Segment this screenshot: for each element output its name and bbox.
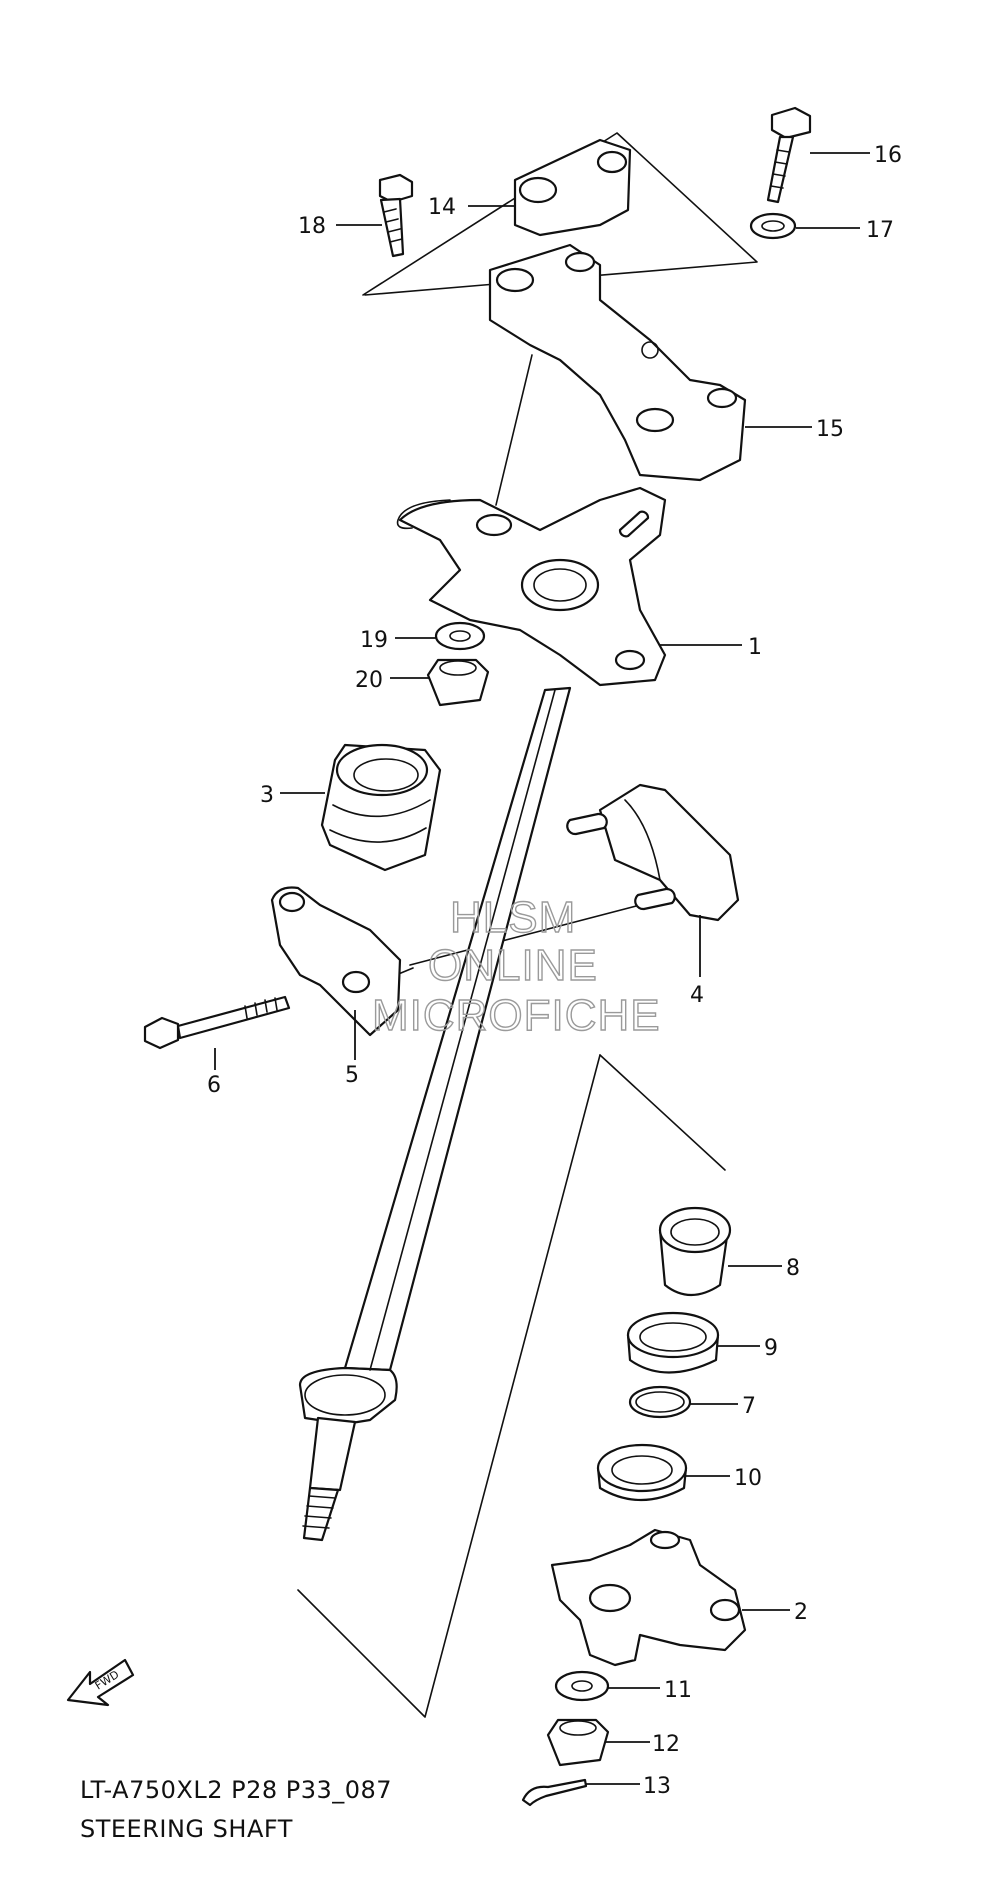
watermark-line-2: ONLINE [428,941,598,990]
callout-11: 11 [664,1678,692,1703]
callout-4: 4 [690,983,704,1008]
part-13-cotter-pin[interactable] [521,1778,588,1807]
part-7-o-ring[interactable] [628,1385,692,1419]
callout-12: 12 [652,1732,680,1757]
callout-13: 13 [643,1774,671,1799]
watermark-line-1: HLSM [450,893,576,942]
part-5-steering-shaft-holder[interactable] [270,886,402,1037]
callout-7: 7 [742,1394,756,1419]
part-1-steering-shaft-bracket[interactable] [396,486,667,687]
callout-1: 1 [748,635,762,660]
steering-shaft[interactable] [298,686,572,1542]
part-2-steering-arm[interactable] [550,1528,747,1667]
callout-19: 19 [360,628,388,653]
forward-direction-arrow: FWD [66,1658,135,1707]
callout-5: 5 [345,1063,359,1088]
part-10-oil-seal[interactable] [596,1443,688,1502]
callout-10: 10 [734,1466,762,1491]
part-9-bearing[interactable] [626,1311,720,1374]
callout-14: 14 [428,195,456,220]
callout-9: 9 [764,1336,778,1361]
part-19-washer[interactable] [434,621,486,651]
part-12-nut[interactable] [546,1718,610,1767]
part-20-nut[interactable] [426,658,490,707]
callout-2: 2 [794,1600,808,1625]
part-6-long-bolt[interactable] [143,995,291,1050]
part-14-handlebar-clamp[interactable] [513,138,632,237]
callout-labels: 18 14 16 17 15 1 19 20 3 4 5 6 8 9 7 10 … [207,143,902,1799]
watermark: HLSM ONLINE MICROFICHE [371,892,661,1040]
callout-18: 18 [298,214,326,239]
callout-leader-lines [214,152,870,1785]
watermark-line-3: MICROFICHE [372,991,661,1040]
diagram-code: LT-A750XL2 P28 P33_087 [80,1776,393,1804]
callout-15: 15 [816,417,844,442]
part-11-washer[interactable] [554,1670,610,1702]
part-4-steering-shaft-holder[interactable] [566,783,740,922]
callout-16: 16 [874,143,902,168]
callout-20: 20 [355,668,383,693]
part-8-spacer[interactable] [658,1206,732,1297]
part-3-steering-shaft-bushing[interactable] [320,743,442,872]
callout-6: 6 [207,1073,221,1098]
callout-8: 8 [786,1256,800,1281]
part-17-lock-washer[interactable] [749,212,797,240]
callout-17: 17 [866,218,894,243]
part-18-bolt[interactable] [378,173,414,258]
part-15-handlebar-holder[interactable] [488,243,747,482]
diagram-title: STEERING SHAFT [80,1815,293,1843]
part-16-bolt[interactable] [766,106,812,204]
callout-3: 3 [260,783,274,808]
